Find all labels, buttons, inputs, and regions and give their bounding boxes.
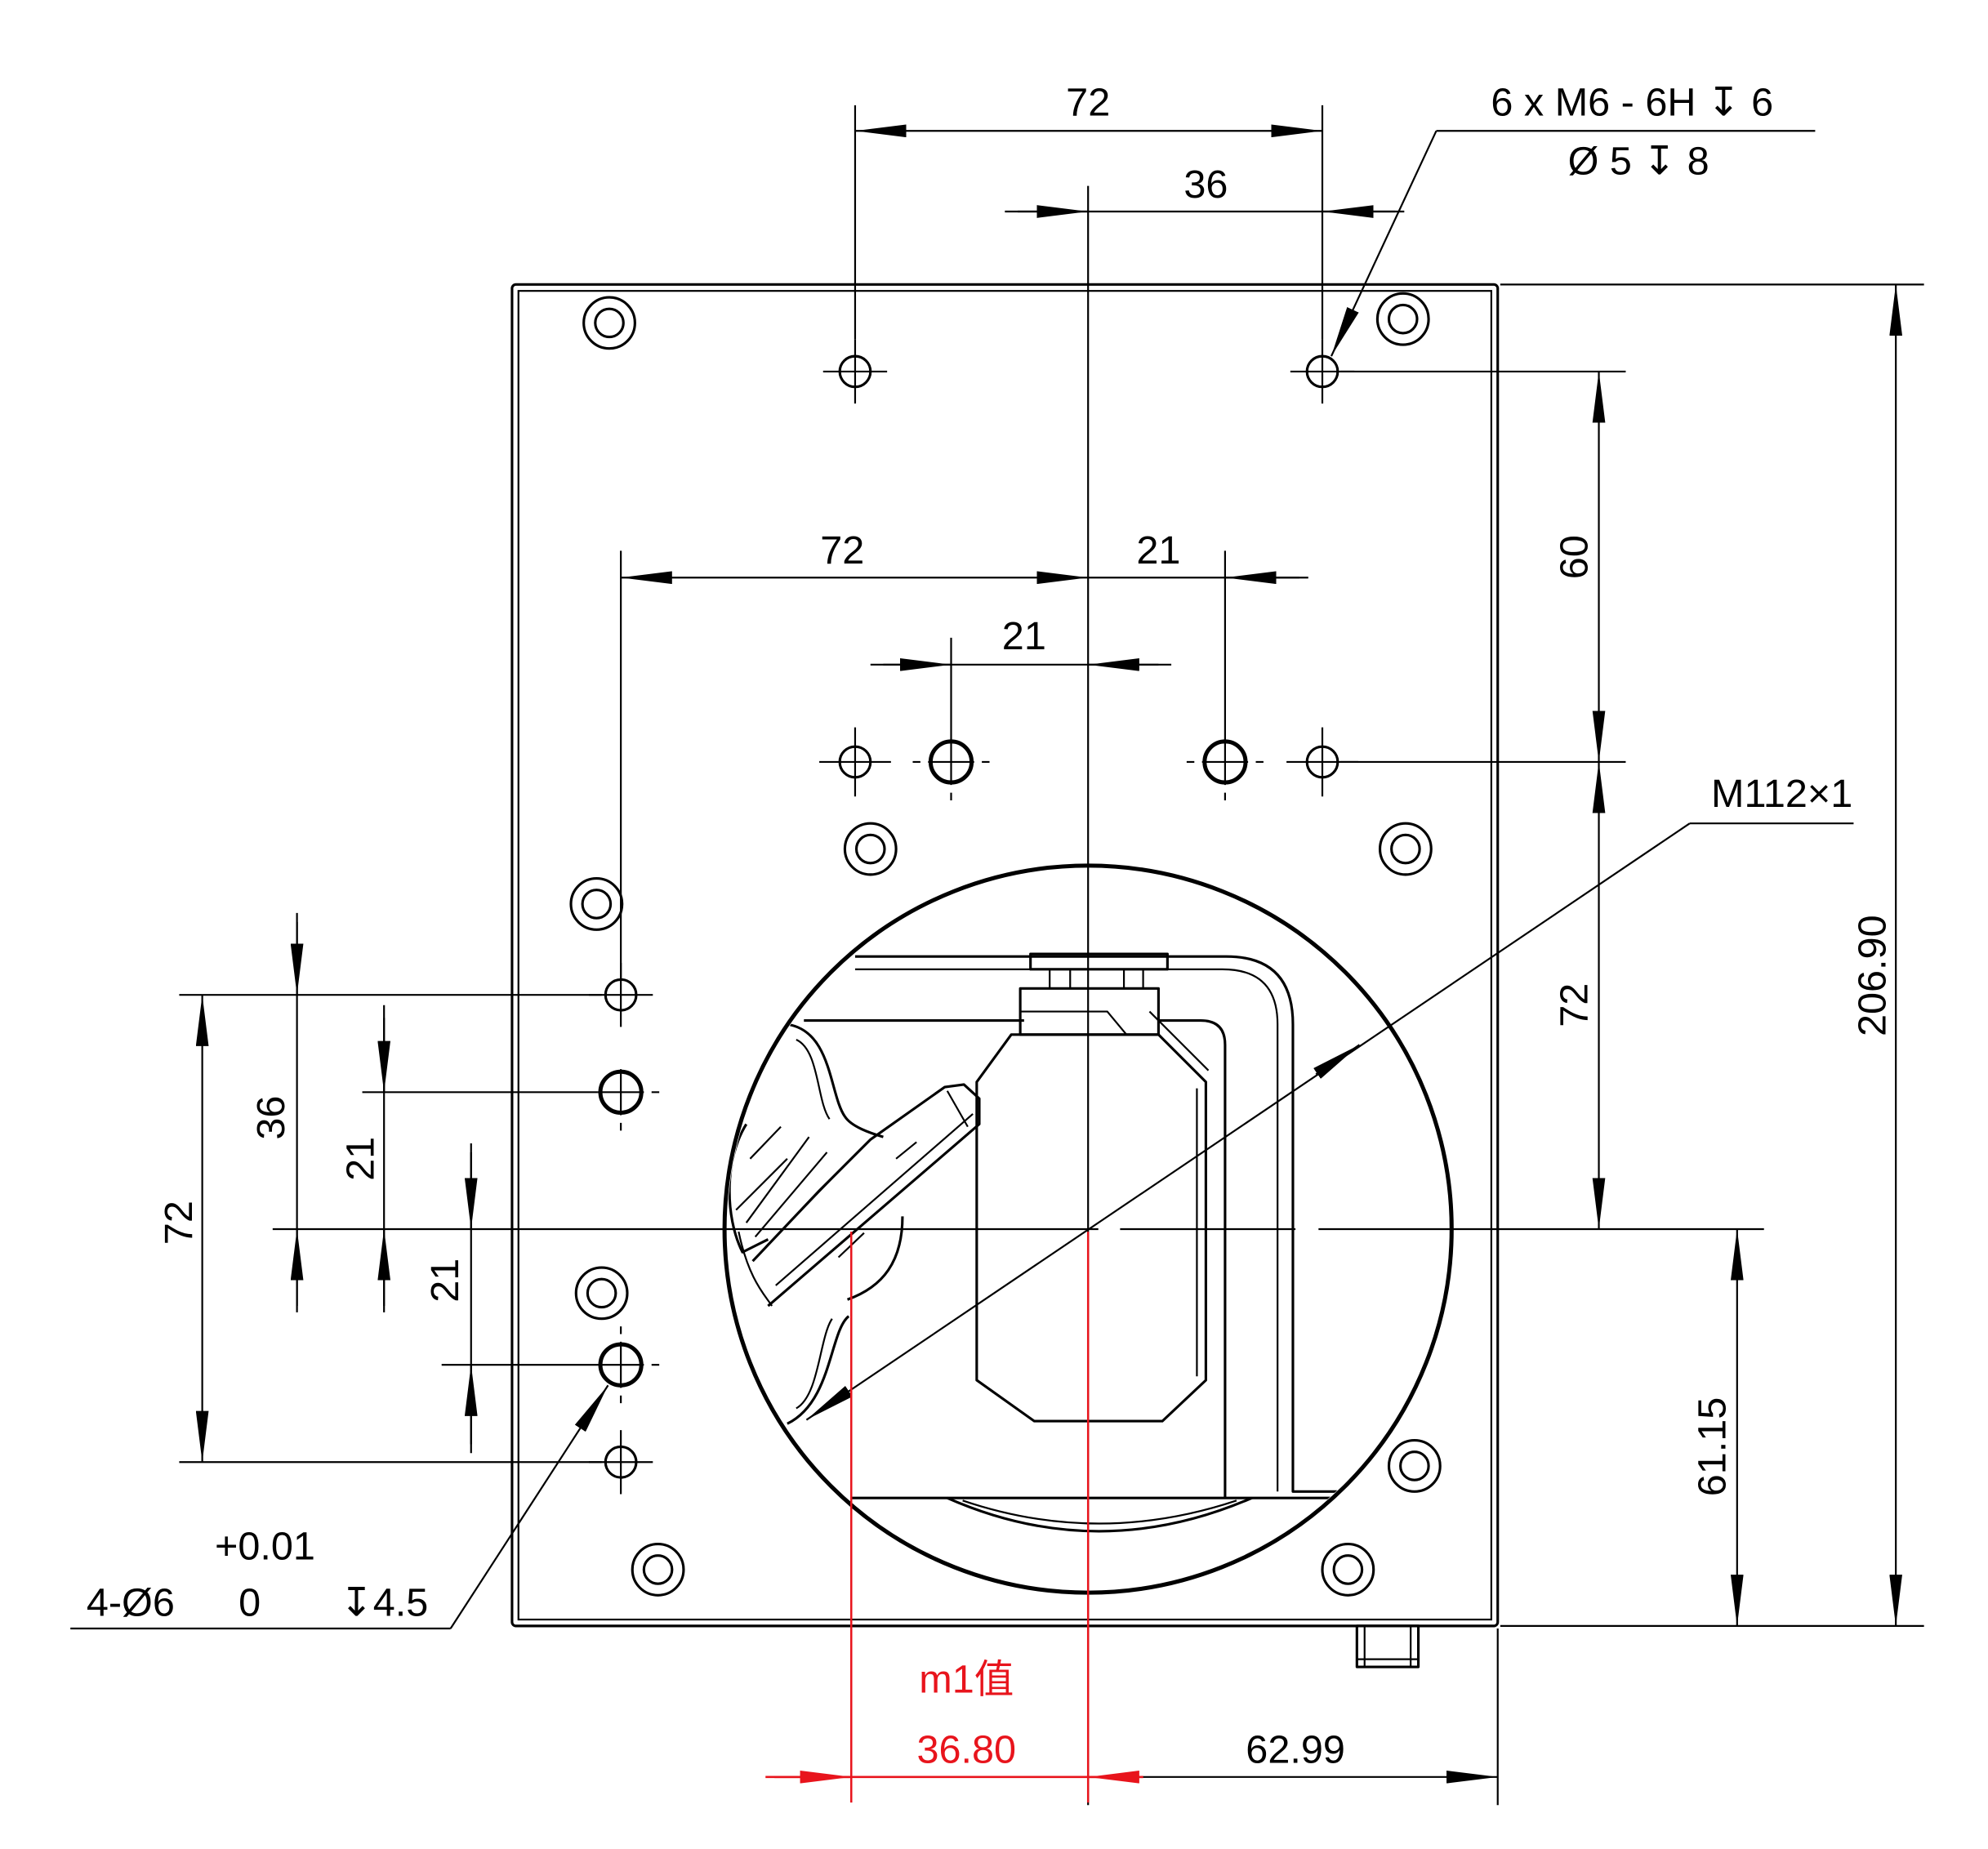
lever-base-curve <box>738 1231 773 1307</box>
counterbore-hole <box>843 822 898 876</box>
dimension-lines <box>195 124 1902 1784</box>
lever-blade-detail <box>775 1090 974 1286</box>
extension-lines <box>179 105 1924 1806</box>
lever-hub-curve <box>847 1216 904 1301</box>
leader-pin-note <box>449 1384 609 1629</box>
leader-thread-note <box>1330 130 1438 357</box>
label-top-36: 36 <box>1183 163 1228 207</box>
plate-inner-edge <box>517 290 1492 1621</box>
mounting-plate <box>510 283 1500 1669</box>
connector-detail-lines <box>1357 1625 1419 1668</box>
bore-note: M112×1 <box>1711 772 1852 816</box>
dimension-labels: 72 36 6 x M6 - 6H ↧ 6 Ø 5 ↧ 8 72 21 21 6… <box>87 80 1895 1771</box>
lever-upper-arm-inner <box>796 1039 831 1120</box>
dowel-pin-holes <box>597 738 1264 1404</box>
lever-blade <box>751 1083 981 1308</box>
housing-outline <box>804 1018 1342 1499</box>
plate-outer-edge <box>510 283 1500 1628</box>
leader-bore-arrow <box>1313 1044 1361 1079</box>
leaders <box>70 130 1854 1630</box>
tapped-holes-m6 <box>588 339 1358 1495</box>
tapped-hole <box>822 339 888 404</box>
label-left-21-upper: 21 <box>339 1137 383 1181</box>
m1-value: 36.80 <box>917 1728 1017 1772</box>
label-right-60: 60 <box>1552 535 1596 579</box>
lever-cam <box>728 1123 769 1254</box>
lever-lower-arm <box>787 1315 850 1425</box>
label-overall-height: 206.90 <box>1851 915 1895 1036</box>
label-mid-72: 72 <box>820 528 864 573</box>
label-right-72: 72 <box>1552 983 1596 1027</box>
thread-note-line1: 6 x M6 - 6H ↧ 6 <box>1491 80 1773 124</box>
label-bottom-62-99: 62.99 <box>1246 1728 1345 1772</box>
frame-outer <box>854 955 1347 1493</box>
thread-note-line2: Ø 5 ↧ 8 <box>1568 140 1709 184</box>
inner-column-detail <box>1148 1010 1210 1377</box>
m1-label: m1值 <box>919 1657 1014 1701</box>
inner-mechanism <box>728 952 1347 1533</box>
dowel-hole <box>912 738 990 800</box>
bracket-detail <box>1020 969 1144 1036</box>
label-left-36: 36 <box>249 1096 293 1140</box>
bottom-bowl <box>947 1496 1253 1533</box>
lever-assembly <box>728 1023 981 1425</box>
lever-cam-hatching <box>735 1125 844 1248</box>
tapped-hole <box>819 727 891 797</box>
label-top-72: 72 <box>1066 80 1110 124</box>
frame-inner <box>854 968 1279 1492</box>
connector-body <box>1355 1624 1420 1669</box>
bowl-inner-arc <box>962 1499 1237 1525</box>
counterbore-hole <box>569 877 624 931</box>
pin-note-tol-upper: +0.01 <box>215 1524 315 1568</box>
leader-bore-note <box>805 822 1691 1421</box>
label-center-height: 61.15 <box>1691 1397 1735 1497</box>
counterbore-hole <box>631 1543 685 1597</box>
pin-note-size: 4-Ø6 <box>87 1580 175 1624</box>
dowel-hole <box>597 1326 660 1404</box>
counterbore-hole <box>1321 1543 1375 1597</box>
lever-upper-arm <box>787 1023 884 1138</box>
counterbored-holes <box>569 292 1442 1597</box>
label-mid-21: 21 <box>1136 528 1180 573</box>
pin-note-tol-lower: 0 <box>238 1580 261 1624</box>
counterbore-hole <box>1387 1439 1442 1493</box>
top-bracket <box>1019 952 1169 1036</box>
bottom-connector <box>1355 1624 1420 1669</box>
pin-note-depth: ↧4.5 <box>340 1580 428 1624</box>
label-left-21-lower: 21 <box>423 1259 467 1303</box>
dowel-hole <box>1186 738 1264 800</box>
bracket-cap <box>1029 952 1169 971</box>
label-inner-21: 21 <box>1002 614 1046 658</box>
dowel-hole <box>597 1069 660 1131</box>
label-left-72: 72 <box>157 1201 201 1245</box>
m1-dimension: m1值 36.80 <box>765 1232 1143 1803</box>
counterbore-hole <box>1378 822 1433 876</box>
counterbore-hole <box>1375 292 1430 346</box>
counterbore-hole <box>582 296 636 350</box>
bowl-outer-arc <box>947 1496 1253 1533</box>
lever-lower-arm-inner <box>796 1318 833 1410</box>
counterbore-hole <box>574 1266 629 1321</box>
